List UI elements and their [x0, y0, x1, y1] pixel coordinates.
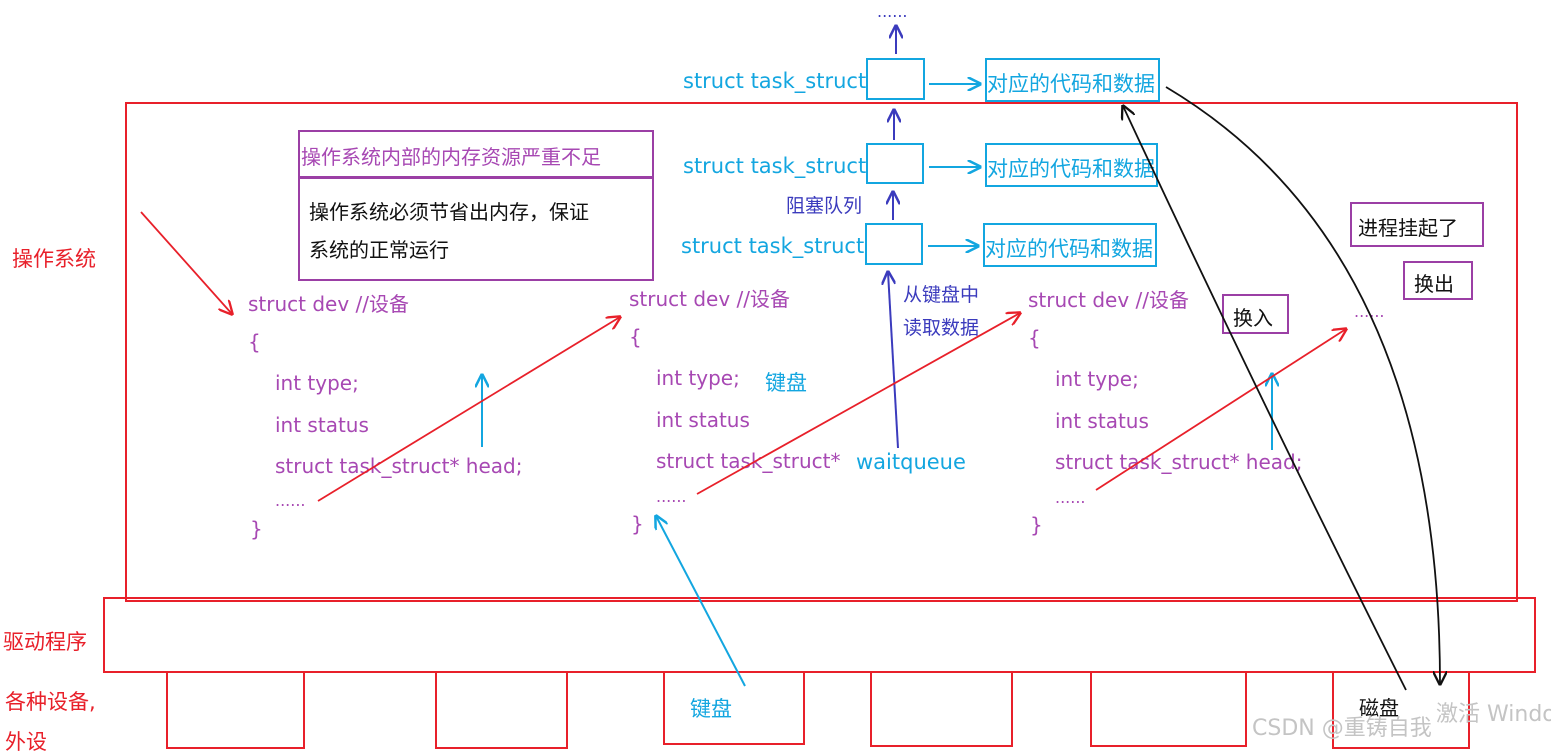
- task-code-data-box-3: [983, 223, 1157, 267]
- disk-device-label: 磁盘: [1359, 696, 1399, 720]
- devices-layer-label-line1: 各种设备,: [5, 690, 96, 714]
- os-layer-label: 操作系统: [12, 247, 96, 271]
- swap-in-curve: [1123, 106, 1407, 691]
- swap-out-curve: [1165, 86, 1440, 684]
- dev1-header: struct dev //设备: [248, 292, 410, 316]
- note-title: 操作系统内部的内存资源严重不足: [301, 145, 601, 169]
- task-struct-node-2: [866, 143, 924, 184]
- dev3-more: ......: [1055, 488, 1086, 507]
- device-box-2: [435, 671, 568, 749]
- dev3-head: struct task_struct* head;: [1055, 450, 1303, 474]
- note-body-line2: 系统的正常运行: [309, 238, 449, 262]
- suspended-box: [1350, 202, 1484, 247]
- task-code-data-label-1: 对应的代码和数据: [987, 72, 1155, 96]
- task-code-data-label-3: 对应的代码和数据: [985, 237, 1153, 261]
- note-body-box: [298, 177, 654, 281]
- dev3-open-brace: {: [1028, 326, 1041, 350]
- dev3-type: int type;: [1055, 367, 1139, 391]
- dev3-close-brace: }: [1030, 513, 1043, 537]
- dev1-type: int type;: [275, 371, 359, 395]
- dev2-close-brace: }: [631, 512, 644, 536]
- dev1-more: ......: [275, 491, 306, 510]
- task-struct-label-2: struct task_struct: [683, 154, 867, 178]
- driver-layer-label: 驱动程序: [3, 630, 87, 654]
- dev1-status: int status: [275, 413, 369, 437]
- dev1-head: struct task_struct* head;: [275, 454, 523, 478]
- dev2-more: ......: [656, 487, 687, 506]
- swap-out-box: [1403, 261, 1473, 300]
- task-code-data-box-2: [985, 143, 1158, 187]
- blocked-queue-label: 阻塞队列: [786, 195, 863, 217]
- swap-in-box: [1222, 294, 1289, 334]
- dev2-open-brace: {: [629, 325, 642, 349]
- task-struct-node-1: [866, 58, 925, 100]
- devices-layer-label-line2: 外设: [5, 730, 47, 754]
- waitqueue-arrow: [888, 272, 899, 449]
- dev2-type-note: 键盘: [765, 371, 807, 395]
- dev1-close-brace: }: [250, 517, 263, 541]
- dev3-status: int status: [1055, 409, 1149, 433]
- driver-layer-frame: [103, 597, 1536, 673]
- os-label-arrow: [140, 211, 232, 314]
- dev2-head: struct task_struct*: [656, 449, 841, 473]
- dev2-to-dev3-arrow: [696, 313, 1020, 495]
- task-code-data-label-2: 对应的代码和数据: [987, 157, 1155, 181]
- read-keyboard-label-line1: 从键盘中: [903, 284, 980, 306]
- device-box-disk: [1332, 671, 1470, 749]
- read-keyboard-label-line2: 读取数据: [903, 317, 980, 339]
- device-box-4: [870, 671, 1013, 747]
- os-layer-frame: [125, 102, 1518, 602]
- dev2-head-note: waitqueue: [856, 450, 966, 474]
- windows-activate-watermark: 激活 Windo: [1436, 702, 1551, 727]
- dev2-status: int status: [656, 408, 750, 432]
- keyboard-device-label: 键盘: [690, 697, 732, 721]
- swap-out-label: 换出: [1414, 272, 1454, 296]
- watermark: CSDN @重铸自我: [1252, 716, 1432, 741]
- device-box-keyboard: [663, 671, 805, 745]
- device-box-5: [1090, 671, 1247, 747]
- dev3-to-more-arrow: [1095, 329, 1346, 491]
- task-code-data-box-1: [985, 58, 1160, 102]
- dev2-type: int type;: [656, 366, 740, 390]
- note-body-line1: 操作系统必须节省出内存，保证: [309, 200, 589, 224]
- top-ellipsis: ......: [877, 2, 908, 21]
- dev3-header: struct dev //设备: [1028, 288, 1190, 312]
- dev2-header: struct dev //设备: [629, 287, 791, 311]
- task-struct-label-3: struct task_struct: [681, 234, 865, 258]
- suspended-label: 进程挂起了: [1358, 216, 1458, 240]
- task-struct-node-3: [865, 223, 923, 265]
- swap-in-label: 换入: [1233, 306, 1273, 330]
- dev1-to-dev2-arrow: [317, 317, 620, 502]
- keyboard-to-dev2-arrow: [656, 516, 746, 687]
- device-box-1: [166, 671, 305, 749]
- dev1-open-brace: {: [248, 330, 261, 354]
- task-struct-label-1: struct task_struct: [683, 69, 867, 93]
